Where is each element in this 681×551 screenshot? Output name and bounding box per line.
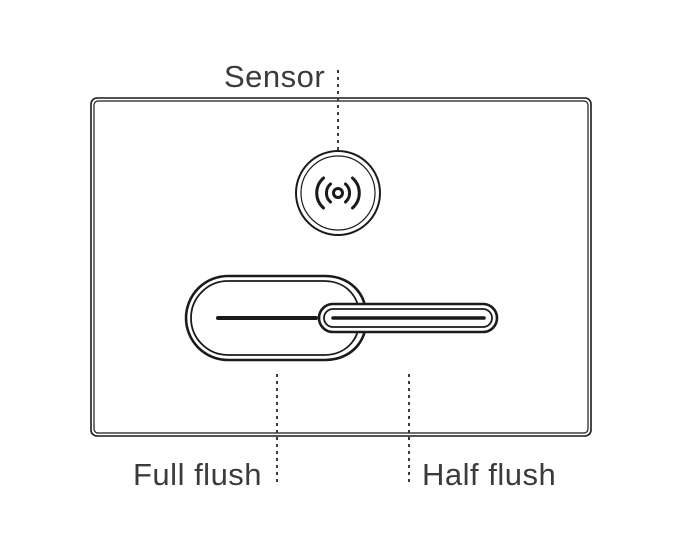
half-flush-button[interactable] — [317, 302, 499, 334]
full-flush-label: Full flush — [133, 457, 263, 492]
flush-plate-outer-edge — [90, 97, 592, 437]
signal-arc-right-outer — [351, 176, 361, 210]
flush-plate-inner-edge — [93, 100, 589, 434]
full-flush-button[interactable] — [184, 274, 367, 362]
sensor-outer-ring — [295, 150, 381, 236]
flush-plate — [90, 97, 592, 437]
signal-center-dot — [332, 187, 344, 199]
sensor-label: Sensor — [224, 59, 326, 94]
signal-arc-left-inner — [324, 182, 332, 204]
signal-arc-right-inner — [344, 182, 352, 204]
wireless-signal-icon — [315, 176, 361, 210]
leader-lines — [276, 70, 410, 484]
half-flush-label: Half flush — [422, 457, 557, 492]
signal-arc-left-outer — [315, 176, 325, 210]
half-flush-inner-outline — [323, 308, 493, 328]
sensor-inner-ring — [300, 155, 376, 231]
sensor-button[interactable] — [295, 150, 381, 236]
full-flush-inner-outline — [190, 280, 360, 356]
